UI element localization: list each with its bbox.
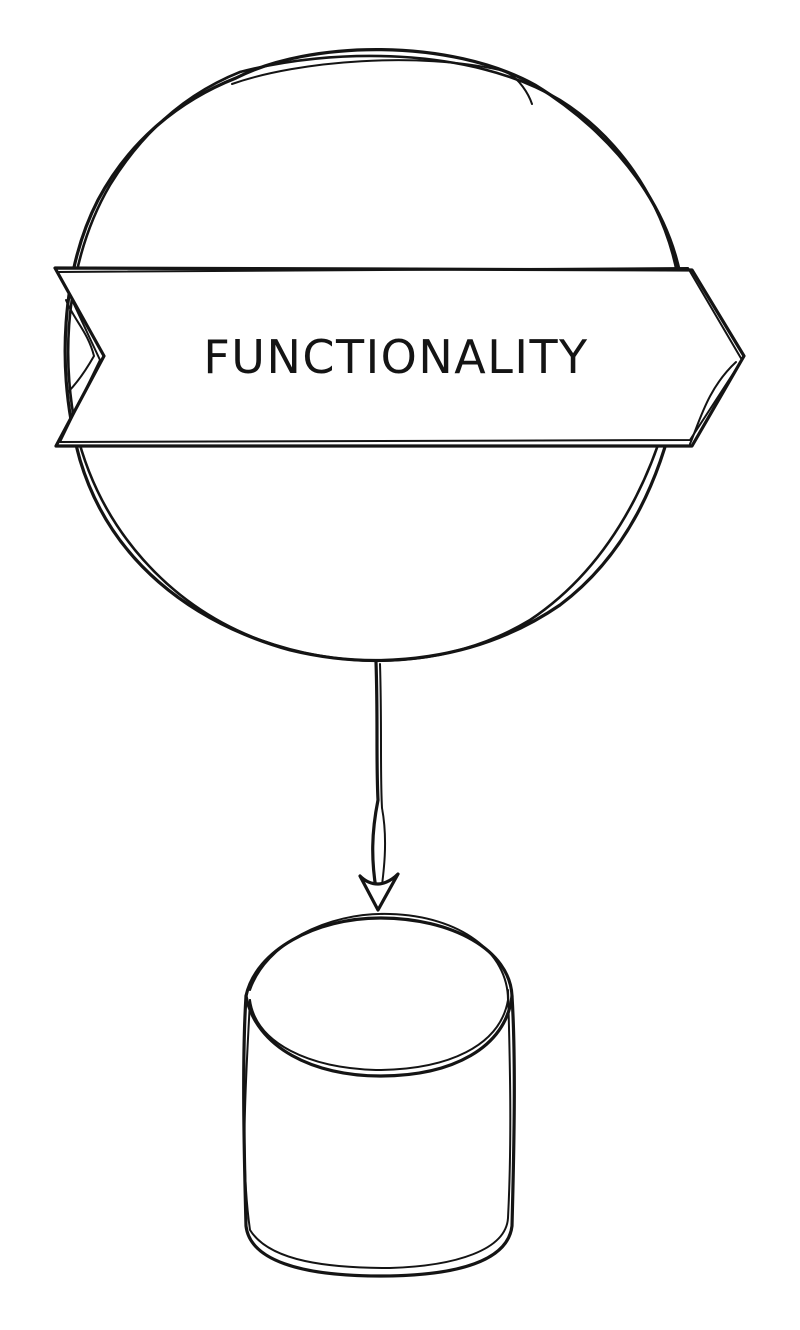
database-cylinder xyxy=(242,912,516,1278)
banner-label: FUNCTIONALITY xyxy=(203,330,588,384)
arrow-head-icon xyxy=(358,872,400,912)
connector-arrow xyxy=(358,660,400,912)
functionality-banner: FUNCTIONALITY xyxy=(53,266,746,448)
